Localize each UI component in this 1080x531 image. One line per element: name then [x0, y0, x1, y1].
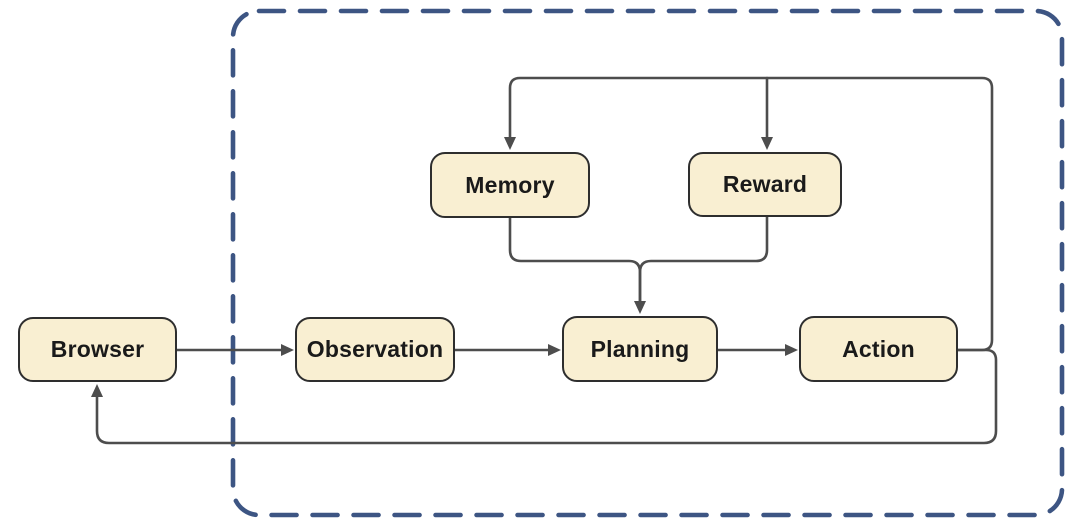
node-memory: Memory	[430, 152, 590, 218]
node-planning: Planning	[562, 316, 718, 382]
arrowhead-into-observation	[281, 344, 294, 356]
node-observation-label: Observation	[306, 336, 444, 362]
arrowhead-into-planning-top	[634, 301, 646, 314]
node-memory-label: Memory	[465, 171, 555, 198]
arrowhead-into-reward	[761, 137, 773, 150]
node-browser-label: Browser	[50, 336, 145, 362]
node-planning-label: Planning	[590, 335, 690, 362]
node-reward-label: Reward	[722, 171, 808, 197]
node-observation: Observation	[295, 317, 455, 382]
edge-action-browser-feedback	[95, 348, 998, 445]
arrowhead-into-browser	[91, 384, 103, 397]
edge-action-memory	[508, 76, 994, 352]
node-action-label: Action	[842, 335, 915, 362]
arrowhead-into-planning-left	[548, 344, 561, 356]
edge-memory-planning	[508, 216, 642, 303]
agent-boundary-box	[230, 8, 1065, 518]
node-browser: Browser	[18, 317, 177, 382]
node-reward: Reward	[688, 152, 842, 217]
arrowhead-into-action	[785, 344, 798, 356]
arrowhead-into-memory	[504, 137, 516, 150]
edge-reward-planning	[638, 215, 769, 303]
node-action: Action	[799, 316, 958, 382]
